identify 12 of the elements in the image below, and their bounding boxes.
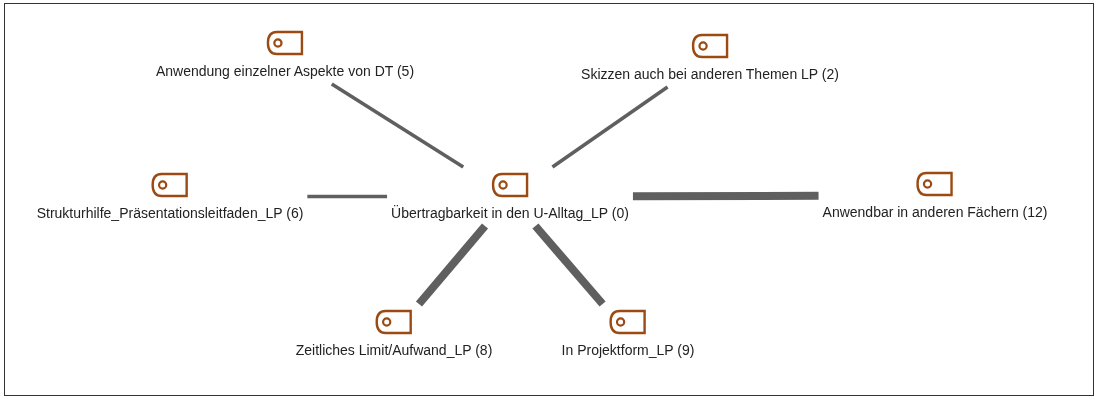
connector-line <box>551 85 669 169</box>
connector-line <box>330 82 465 169</box>
connector-line <box>532 223 606 307</box>
code-label: Strukturhilfe_Präsentationsleitfaden_LP (6) <box>36 205 304 222</box>
code-label: Anwendbar in anderen Fächern (12) <box>822 204 1048 221</box>
code-label: Anwendung einzelner Aspekte von DT (5) <box>155 63 415 80</box>
code-label: In Projektform_LP (9) <box>561 342 695 359</box>
connector-line <box>307 194 388 199</box>
code-label: Zeitliches Limit/Aufwand_LP (8) <box>295 342 493 359</box>
code-label: Übertragbarkeit in den U-Alltag_LP (0) <box>391 205 629 222</box>
code-label: Skizzen auch bei anderen Themen LP (2) <box>581 66 839 83</box>
connector-line <box>415 223 489 307</box>
